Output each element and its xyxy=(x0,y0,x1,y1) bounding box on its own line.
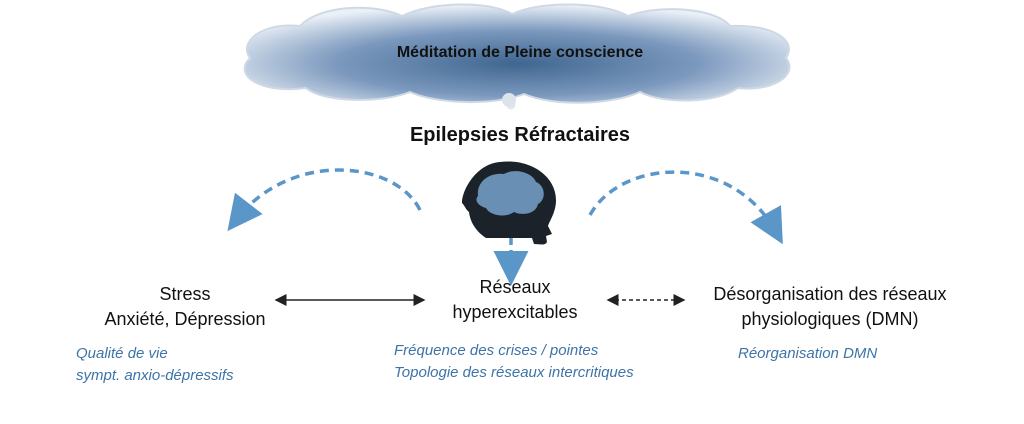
node-dmn-line2: physiologiques (DMN) xyxy=(741,309,919,329)
thought-cloud xyxy=(243,3,791,104)
dashed-arrow-to-stress xyxy=(227,168,422,232)
node-dmn: Désorganisation des réseaux physiologiqu… xyxy=(680,282,980,332)
effect-networks: Fréquence des crises / pointes Topologie… xyxy=(394,340,714,384)
diagram-title: Epilepsies Réfractaires xyxy=(409,124,631,146)
head-icon xyxy=(462,161,556,245)
thought-bubbles xyxy=(502,93,516,110)
dashed-arrow-to-dmn xyxy=(588,170,783,245)
node-stress-line2: Anxiété, Dépression xyxy=(104,309,266,329)
effect-stress-line1: Qualité de vie xyxy=(76,345,168,362)
node-stress-line1: Stress xyxy=(159,284,211,304)
node-networks-line2: hyperexcitables xyxy=(452,302,578,322)
node-networks: Réseaux hyperexcitables xyxy=(395,275,635,325)
effect-dmn-line1: Réorganisation DMN xyxy=(738,345,878,362)
node-stress: Stress Anxiété, Dépression xyxy=(40,282,330,332)
effect-stress: Qualité de vie sympt. anxio-dépressifs xyxy=(76,343,316,387)
effect-networks-line1: Fréquence des crises / pointes xyxy=(394,342,599,359)
node-networks-line1: Réseaux xyxy=(479,277,551,297)
effect-dmn: Réorganisation DMN xyxy=(738,343,978,365)
brain-icon xyxy=(476,171,544,216)
effect-stress-line2: sympt. anxio-dépressifs xyxy=(76,367,234,384)
effect-networks-line2: Topologie des réseaux intercritiques xyxy=(394,364,634,381)
cloud-label: Méditation de Pleine conscience xyxy=(396,44,644,61)
node-dmn-line1: Désorganisation des réseaux xyxy=(713,284,947,304)
